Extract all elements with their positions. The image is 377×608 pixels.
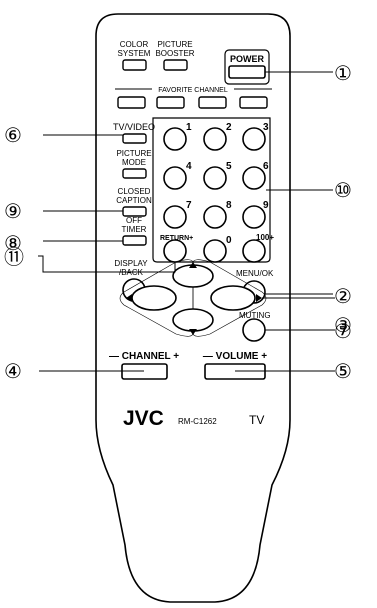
picture-booster-label-2: BOOSTER bbox=[155, 49, 194, 58]
key-1-button[interactable] bbox=[163, 127, 187, 151]
callout-1: ① bbox=[334, 61, 352, 85]
nav-up-button[interactable] bbox=[172, 264, 214, 288]
key-2-button[interactable] bbox=[203, 127, 227, 151]
key-1-label: 1 bbox=[186, 122, 192, 133]
picture-booster-label-1: PICTURE bbox=[157, 40, 192, 49]
tv-video-label: TV/VIDEO bbox=[113, 122, 155, 132]
key-3-label: 3 bbox=[263, 122, 269, 133]
key-3-button[interactable] bbox=[242, 127, 266, 151]
key-8-button[interactable] bbox=[203, 205, 227, 229]
favorite-button-4[interactable] bbox=[239, 96, 268, 109]
volume-label: — VOLUME + bbox=[203, 351, 267, 362]
arrow-down-icon bbox=[189, 329, 197, 335]
key-7-label: 7 bbox=[186, 200, 192, 211]
return-plus-button[interactable] bbox=[163, 239, 187, 263]
off-timer-label-1: OFF bbox=[126, 216, 142, 225]
nav-right-button[interactable] bbox=[210, 285, 256, 311]
key-100-plus-button[interactable] bbox=[242, 239, 266, 263]
tv-video-button[interactable] bbox=[122, 133, 147, 144]
arrow-left-icon bbox=[126, 294, 132, 302]
key-6-button[interactable] bbox=[242, 166, 266, 190]
off-timer-label-2: TIMER bbox=[122, 225, 147, 234]
channel-label: — CHANNEL + bbox=[109, 351, 179, 362]
callout-9: ⑨ bbox=[4, 199, 22, 223]
power-label: POWER bbox=[230, 54, 265, 64]
muting-button[interactable] bbox=[242, 318, 266, 342]
favorite-channel-label: FAVORITE CHANNEL bbox=[158, 87, 228, 94]
nav-ring-left bbox=[119, 259, 194, 337]
leader-11 bbox=[38, 255, 176, 273]
key-9-button[interactable] bbox=[242, 205, 266, 229]
arrow-right-icon bbox=[256, 294, 262, 302]
key-100-plus-label: 100+ bbox=[256, 233, 274, 242]
key-0-button[interactable] bbox=[203, 239, 227, 263]
model-number: RM-C1262 bbox=[178, 417, 217, 426]
return-plus-label: RETURN+ bbox=[160, 235, 193, 242]
brand-logo: JVC bbox=[123, 407, 164, 430]
nav-left-button[interactable] bbox=[131, 285, 177, 311]
key-4-label: 4 bbox=[186, 161, 192, 172]
picture-mode-button[interactable] bbox=[122, 168, 147, 179]
favorite-button-2[interactable] bbox=[156, 96, 185, 109]
off-timer-button[interactable] bbox=[122, 235, 147, 246]
callout-3: ③ bbox=[334, 313, 352, 337]
picture-booster-button[interactable] bbox=[163, 59, 188, 71]
muting-label: MUTING bbox=[239, 311, 271, 320]
picture-mode-label-1: PICTURE bbox=[116, 149, 151, 158]
keypad-frame bbox=[152, 117, 271, 263]
callout-11: ⑪ bbox=[4, 245, 24, 269]
nav-ring bbox=[192, 259, 267, 337]
nav-down-button[interactable] bbox=[172, 308, 214, 332]
color-system-button[interactable] bbox=[122, 59, 147, 71]
callout-8: ⑧ bbox=[4, 231, 22, 255]
key-7-button[interactable] bbox=[163, 205, 187, 229]
key-5-label: 5 bbox=[226, 161, 232, 172]
power-button[interactable] bbox=[228, 65, 266, 79]
key-6-label: 6 bbox=[263, 161, 269, 172]
callout-4: ④ bbox=[4, 359, 22, 383]
menu-ok-label: MENU/OK bbox=[236, 269, 274, 278]
device-label: TV bbox=[249, 413, 264, 427]
favorite-button-1[interactable] bbox=[117, 96, 146, 109]
picture-mode-label-2: MODE bbox=[122, 158, 146, 167]
closed-caption-label-1: CLOSED bbox=[118, 187, 151, 196]
key-5-button[interactable] bbox=[203, 166, 227, 190]
callout-5: ⑤ bbox=[334, 359, 352, 383]
display-back-label-1: DISPLAY bbox=[114, 259, 148, 268]
callout-2: ② bbox=[334, 284, 352, 308]
color-system-label-2: SYSTEM bbox=[118, 49, 151, 58]
closed-caption-label-2: CAPTION bbox=[116, 196, 152, 205]
leader-lines bbox=[38, 71, 335, 372]
arrow-up-icon bbox=[189, 262, 197, 268]
key-8-label: 8 bbox=[226, 200, 232, 211]
closed-caption-button[interactable] bbox=[122, 206, 147, 217]
callout-10: ⑩ bbox=[334, 178, 352, 202]
key-2-label: 2 bbox=[226, 122, 232, 133]
color-system-label-1: COLOR bbox=[120, 40, 149, 49]
key-4-button[interactable] bbox=[163, 166, 187, 190]
favorite-button-3[interactable] bbox=[198, 96, 227, 109]
callout-7: ⑦ bbox=[334, 319, 352, 343]
key-0-label: 0 bbox=[226, 235, 232, 246]
callout-6: ⑥ bbox=[4, 123, 22, 147]
key-9-label: 9 bbox=[263, 200, 269, 211]
